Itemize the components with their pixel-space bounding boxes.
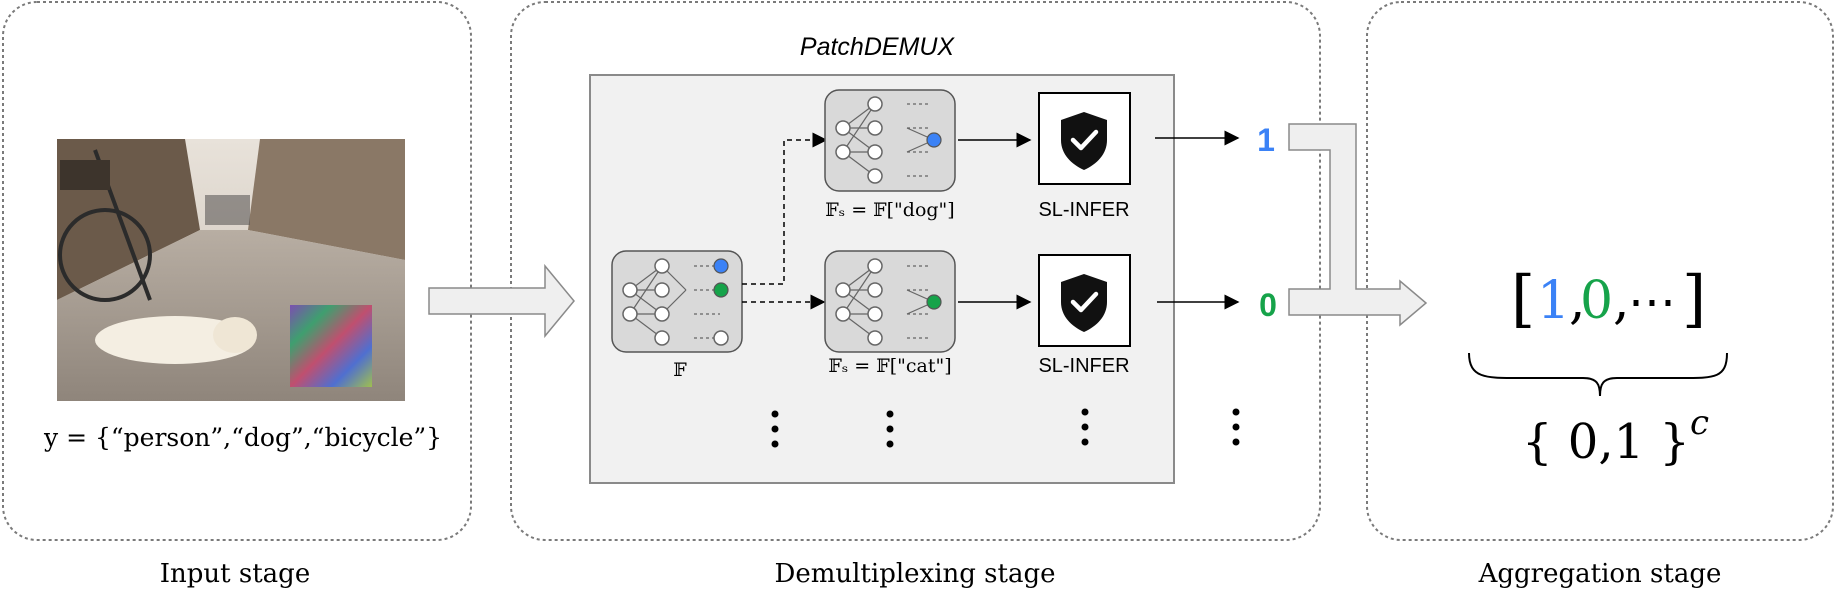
aggregation-stage-panel	[1366, 1, 1834, 541]
output-set-label: { 0,1 }c	[1522, 403, 1709, 470]
aggregated-vector: [ 1 , 0 , ⋯ ]	[1511, 262, 1706, 335]
demux-title: PatchDEMUX	[800, 33, 956, 61]
sub-model-cat	[824, 250, 956, 353]
green-output-node	[713, 282, 729, 298]
neural-network-icon	[824, 89, 956, 192]
full-model-label: 𝔽	[673, 359, 687, 381]
demux-stage-label: Demultiplexing stage	[774, 559, 1055, 589]
blue-output-node	[713, 258, 729, 274]
aggregation-stage-label: Aggregation stage	[1478, 559, 1722, 589]
green-output-node	[926, 294, 942, 310]
input-to-demux-arrow	[428, 263, 575, 339]
vector-close-bracket: ]	[1682, 262, 1706, 335]
demux-stage-panel	[510, 1, 1321, 541]
vector-ellipsis: ⋯	[1628, 274, 1676, 330]
merge-arrow	[1288, 123, 1428, 327]
vector-separator-2: ,	[1613, 271, 1630, 331]
output-value-2: 0	[1259, 287, 1277, 323]
input-stage-label: Input stage	[160, 559, 310, 589]
sl-infer-label-1: SL-INFER	[1038, 199, 1129, 221]
blue-output-node	[926, 132, 942, 148]
input-label-vector: y = {“person”,“dog”,“bicycle”}	[43, 423, 442, 452]
neural-network-icon	[824, 250, 956, 353]
vector-value-2: 0	[1580, 271, 1613, 331]
output-value-1: 1	[1257, 122, 1275, 158]
vector-value-1: 1	[1537, 271, 1570, 331]
vector-separator-1: ,	[1569, 271, 1586, 331]
continuation-ellipses	[771, 408, 1240, 448]
sl-infer-block-2	[1038, 254, 1131, 347]
sl-infer-label-2: SL-INFER	[1038, 355, 1129, 377]
sub-model-dog	[824, 89, 956, 192]
sl-infer-block-1	[1038, 92, 1131, 185]
input-stage-panel	[2, 1, 472, 541]
sub-model-dog-label: 𝔽ₛ = 𝔽["dog"]	[825, 199, 954, 221]
shield-check-icon	[1061, 112, 1107, 170]
shield-check-icon	[1061, 274, 1107, 332]
connector-dog	[742, 132, 828, 285]
street-dog-photo	[57, 139, 405, 401]
adversarial-patch	[290, 305, 372, 387]
full-model	[611, 250, 743, 353]
underbrace	[1468, 352, 1728, 397]
sub-model-cat-label: 𝔽ₛ = 𝔽["cat"]	[828, 355, 951, 377]
vector-open-bracket: [	[1511, 262, 1535, 335]
set-exponent: c	[1690, 403, 1709, 443]
